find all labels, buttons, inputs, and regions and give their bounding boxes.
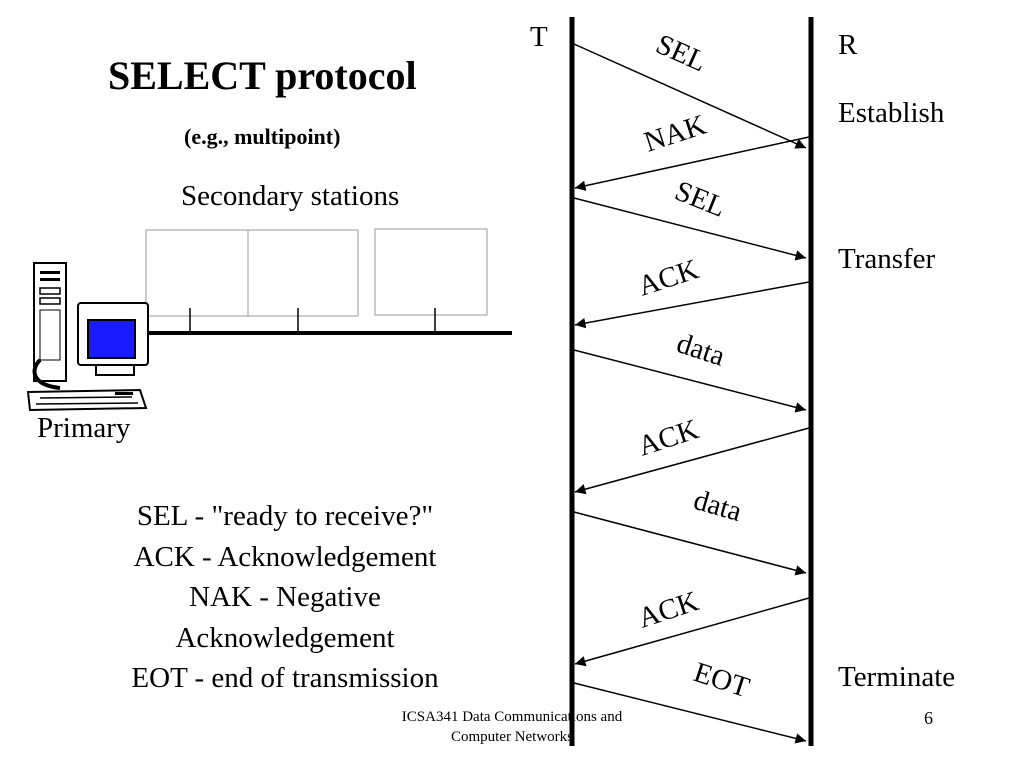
computer-icon (26, 262, 149, 412)
msg-arrow-nak (574, 136, 810, 191)
msg-label-ack-3: ACK (634, 585, 702, 634)
primary-label: Primary (37, 412, 131, 444)
secondary-stations-label: Secondary stations (181, 180, 400, 212)
msg-label-nak: NAK (640, 109, 710, 159)
msg-label-eot: EOT (690, 656, 754, 704)
msg-label-data-2: data (690, 484, 745, 528)
msg-label-sel-1: SEL (651, 28, 711, 78)
phase-establish: Establish (838, 97, 945, 129)
transmitter-label: T (530, 21, 548, 53)
msg-arrow-ack-2 (574, 427, 810, 495)
secondary-station-1 (145, 229, 255, 333)
msg-arrow-eot (573, 682, 807, 744)
legend-ack: ACK - Acknowledgement (133, 540, 437, 573)
legend-nak-cont: Acknowledgement (175, 621, 395, 654)
msg-label-sel-2: SEL (670, 175, 730, 224)
legend-nak: NAK - Negative (189, 581, 381, 613)
phase-terminate: Terminate (838, 661, 955, 693)
phase-transfer: Transfer (838, 243, 936, 275)
msg-label-data-1: data (673, 327, 729, 372)
msg-label-ack-1: ACK (634, 253, 702, 302)
footer-course: ICSA341 Data Communications and Computer… (401, 709, 623, 745)
secondary-station-3 (374, 228, 488, 333)
page-number: 6 (924, 708, 933, 728)
msg-arrow-data-1 (573, 349, 807, 413)
msg-label-ack-2: ACK (634, 413, 702, 462)
msg-arrow-sel-2 (573, 197, 807, 261)
receiver-label: R (838, 29, 858, 61)
legend: SEL - "ready to receive?" ACK - Acknowle… (95, 496, 475, 699)
msg-arrow-data-2 (573, 511, 807, 576)
msg-arrow-ack-3 (574, 597, 810, 667)
msg-arrow-sel-1 (573, 43, 807, 149)
legend-sel: SEL - "ready to receive?" (136, 500, 434, 532)
msg-arrow-ack-1 (574, 281, 810, 329)
slide-subtitle: (e.g., multipoint) (184, 124, 341, 149)
slide-title: SELECT protocol (108, 53, 417, 98)
legend-eot: EOT - end of transmission (131, 662, 439, 694)
secondary-station-2 (247, 229, 359, 333)
